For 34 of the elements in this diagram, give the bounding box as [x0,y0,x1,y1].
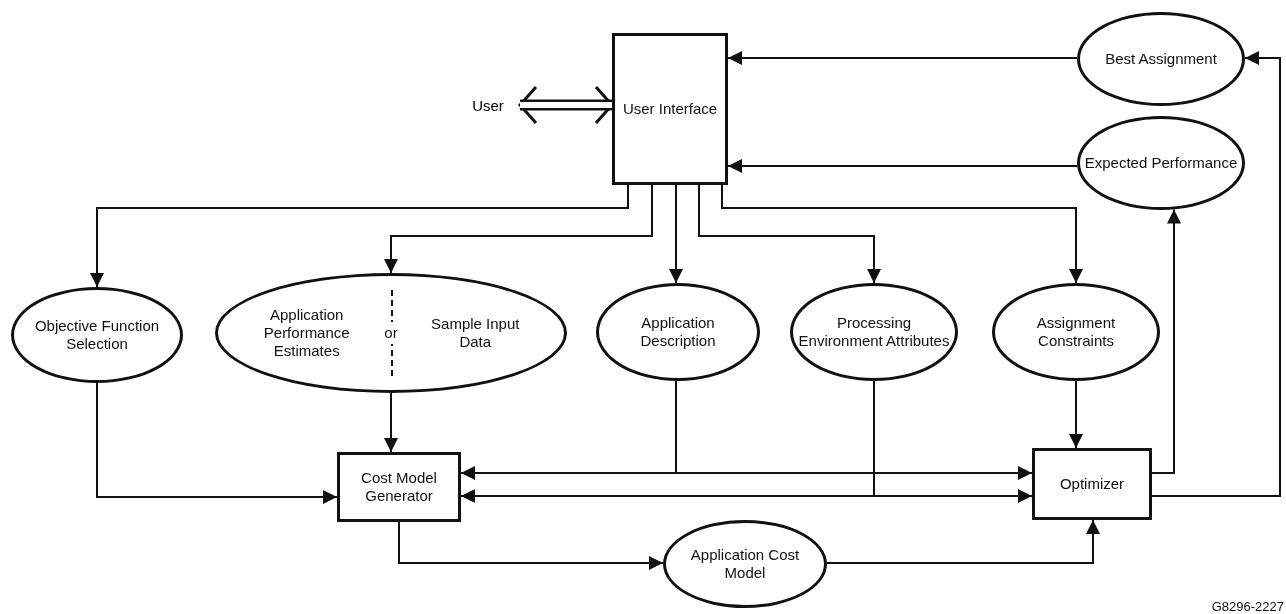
node-text: Objective Function Selection [33,317,161,353]
figure-number: G8296-2227 [1211,599,1284,614]
process-box [612,33,728,185]
arrow [90,184,629,288]
node-text: Expected Performance [1083,154,1239,172]
arrow [669,184,683,284]
node-text: User Interface [621,100,719,118]
node-text: Application Cost Model [689,546,801,582]
node-text: Application Performance Estimates [262,306,351,360]
node-text: Processing Environment Attributes [797,314,951,350]
arrow [1151,51,1281,497]
node-text: Cost Model Generator [360,469,438,505]
double-arrow [518,85,614,125]
arrow [1151,208,1181,474]
arrow [727,51,1078,65]
process-box [1032,448,1152,520]
arrow [873,380,1033,503]
arrow [398,521,664,570]
node-text: Assignment Constraints [1035,314,1117,350]
arrow [1069,380,1083,449]
process-box [337,452,461,522]
arrow [384,184,653,274]
arrow [826,519,1100,564]
actor-label: User [462,95,514,115]
arrow [698,184,881,284]
arrow [721,184,1083,284]
node-text: Best Assignment [1104,50,1218,68]
node-text: Optimizer [1058,475,1126,493]
node-text: or [384,322,398,344]
arrow [727,159,1079,173]
arrow [384,392,398,453]
arrow [96,382,338,504]
node-text: Sample Input Data [430,315,521,351]
node-text: Application Description [639,314,717,350]
